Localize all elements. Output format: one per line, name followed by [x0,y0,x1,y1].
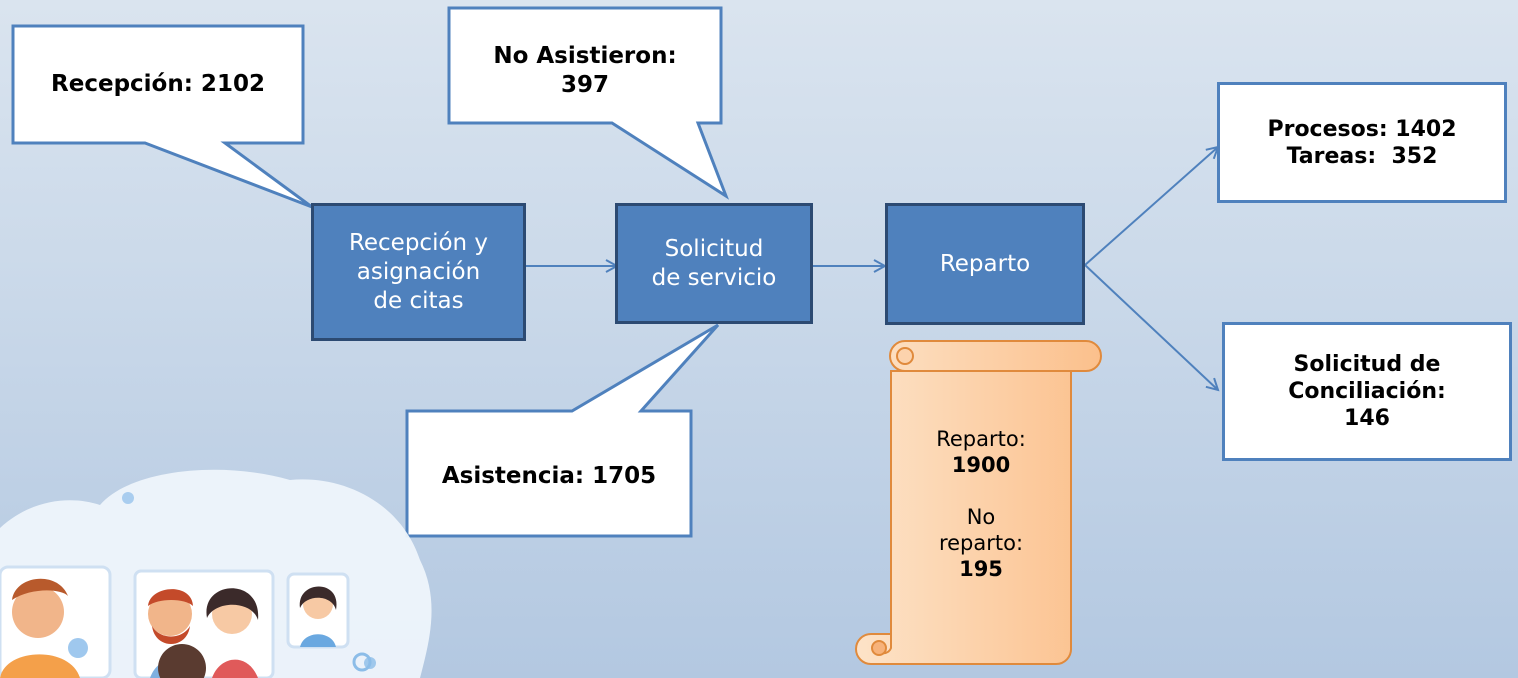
recepcion-count: Recepción: 2102 [51,71,265,97]
procesos-count: Procesos: 1402 [1267,116,1457,142]
callout-asistencia-text: Asistencia: 1705 [407,462,691,491]
no-reparto-label-1: No [966,505,996,529]
step-solicitud-line1: Solicitud [664,235,764,262]
scroll-text: Reparto: 1900 No reparto: 195 [895,426,1067,582]
callout-no-asistieron-text: No Asistieron: 397 [449,42,721,100]
step-reparto-label: Reparto [939,250,1031,277]
reparto-label: Reparto: [936,427,1026,451]
output-solicitud-conciliacion: Solicitud de Conciliación: 146 [1222,322,1512,461]
scroll-shape [855,340,1102,666]
no-reparto-value: 195 [959,557,1003,581]
callout-asistencia-shape [405,323,720,538]
step-solicitud-line2: de servicio [651,264,777,291]
conciliacion-value: 146 [1344,406,1390,431]
callout-recepcion-text: Recepción: 2102 [13,70,303,99]
callout-no-asistieron-shape [447,6,730,200]
conciliacion-line1: Solicitud de [1293,352,1441,377]
no-asistieron-label: No Asistieron: [493,43,677,69]
step-reparto: Reparto [885,203,1085,325]
video-call-illustration [0,469,432,678]
step-recepcion-asignacion: Recepción y asignación de citas [311,203,526,341]
step-solicitud-servicio: Solicitud de servicio [615,203,813,324]
step-recepcion-line1: Recepción y [348,229,489,256]
step-recepcion-line3: de citas [373,287,464,314]
output-procesos-tareas: Procesos: 1402 Tareas: 352 [1217,82,1507,203]
no-reparto-label-2: reparto: [938,531,1024,555]
arrow-reparto-to-procesos [1084,147,1218,266]
arrow-reparto-to-conciliacion [1084,264,1218,390]
step-recepcion-line2: asignación [356,258,481,285]
conciliacion-line2: Conciliación: [1288,379,1446,404]
no-asistieron-value: 397 [560,72,609,98]
reparto-value: 1900 [951,453,1011,477]
asistencia-count: Asistencia: 1705 [441,463,657,489]
callout-recepcion-shape [11,24,313,209]
tareas-count: Tareas: 352 [1286,143,1438,169]
